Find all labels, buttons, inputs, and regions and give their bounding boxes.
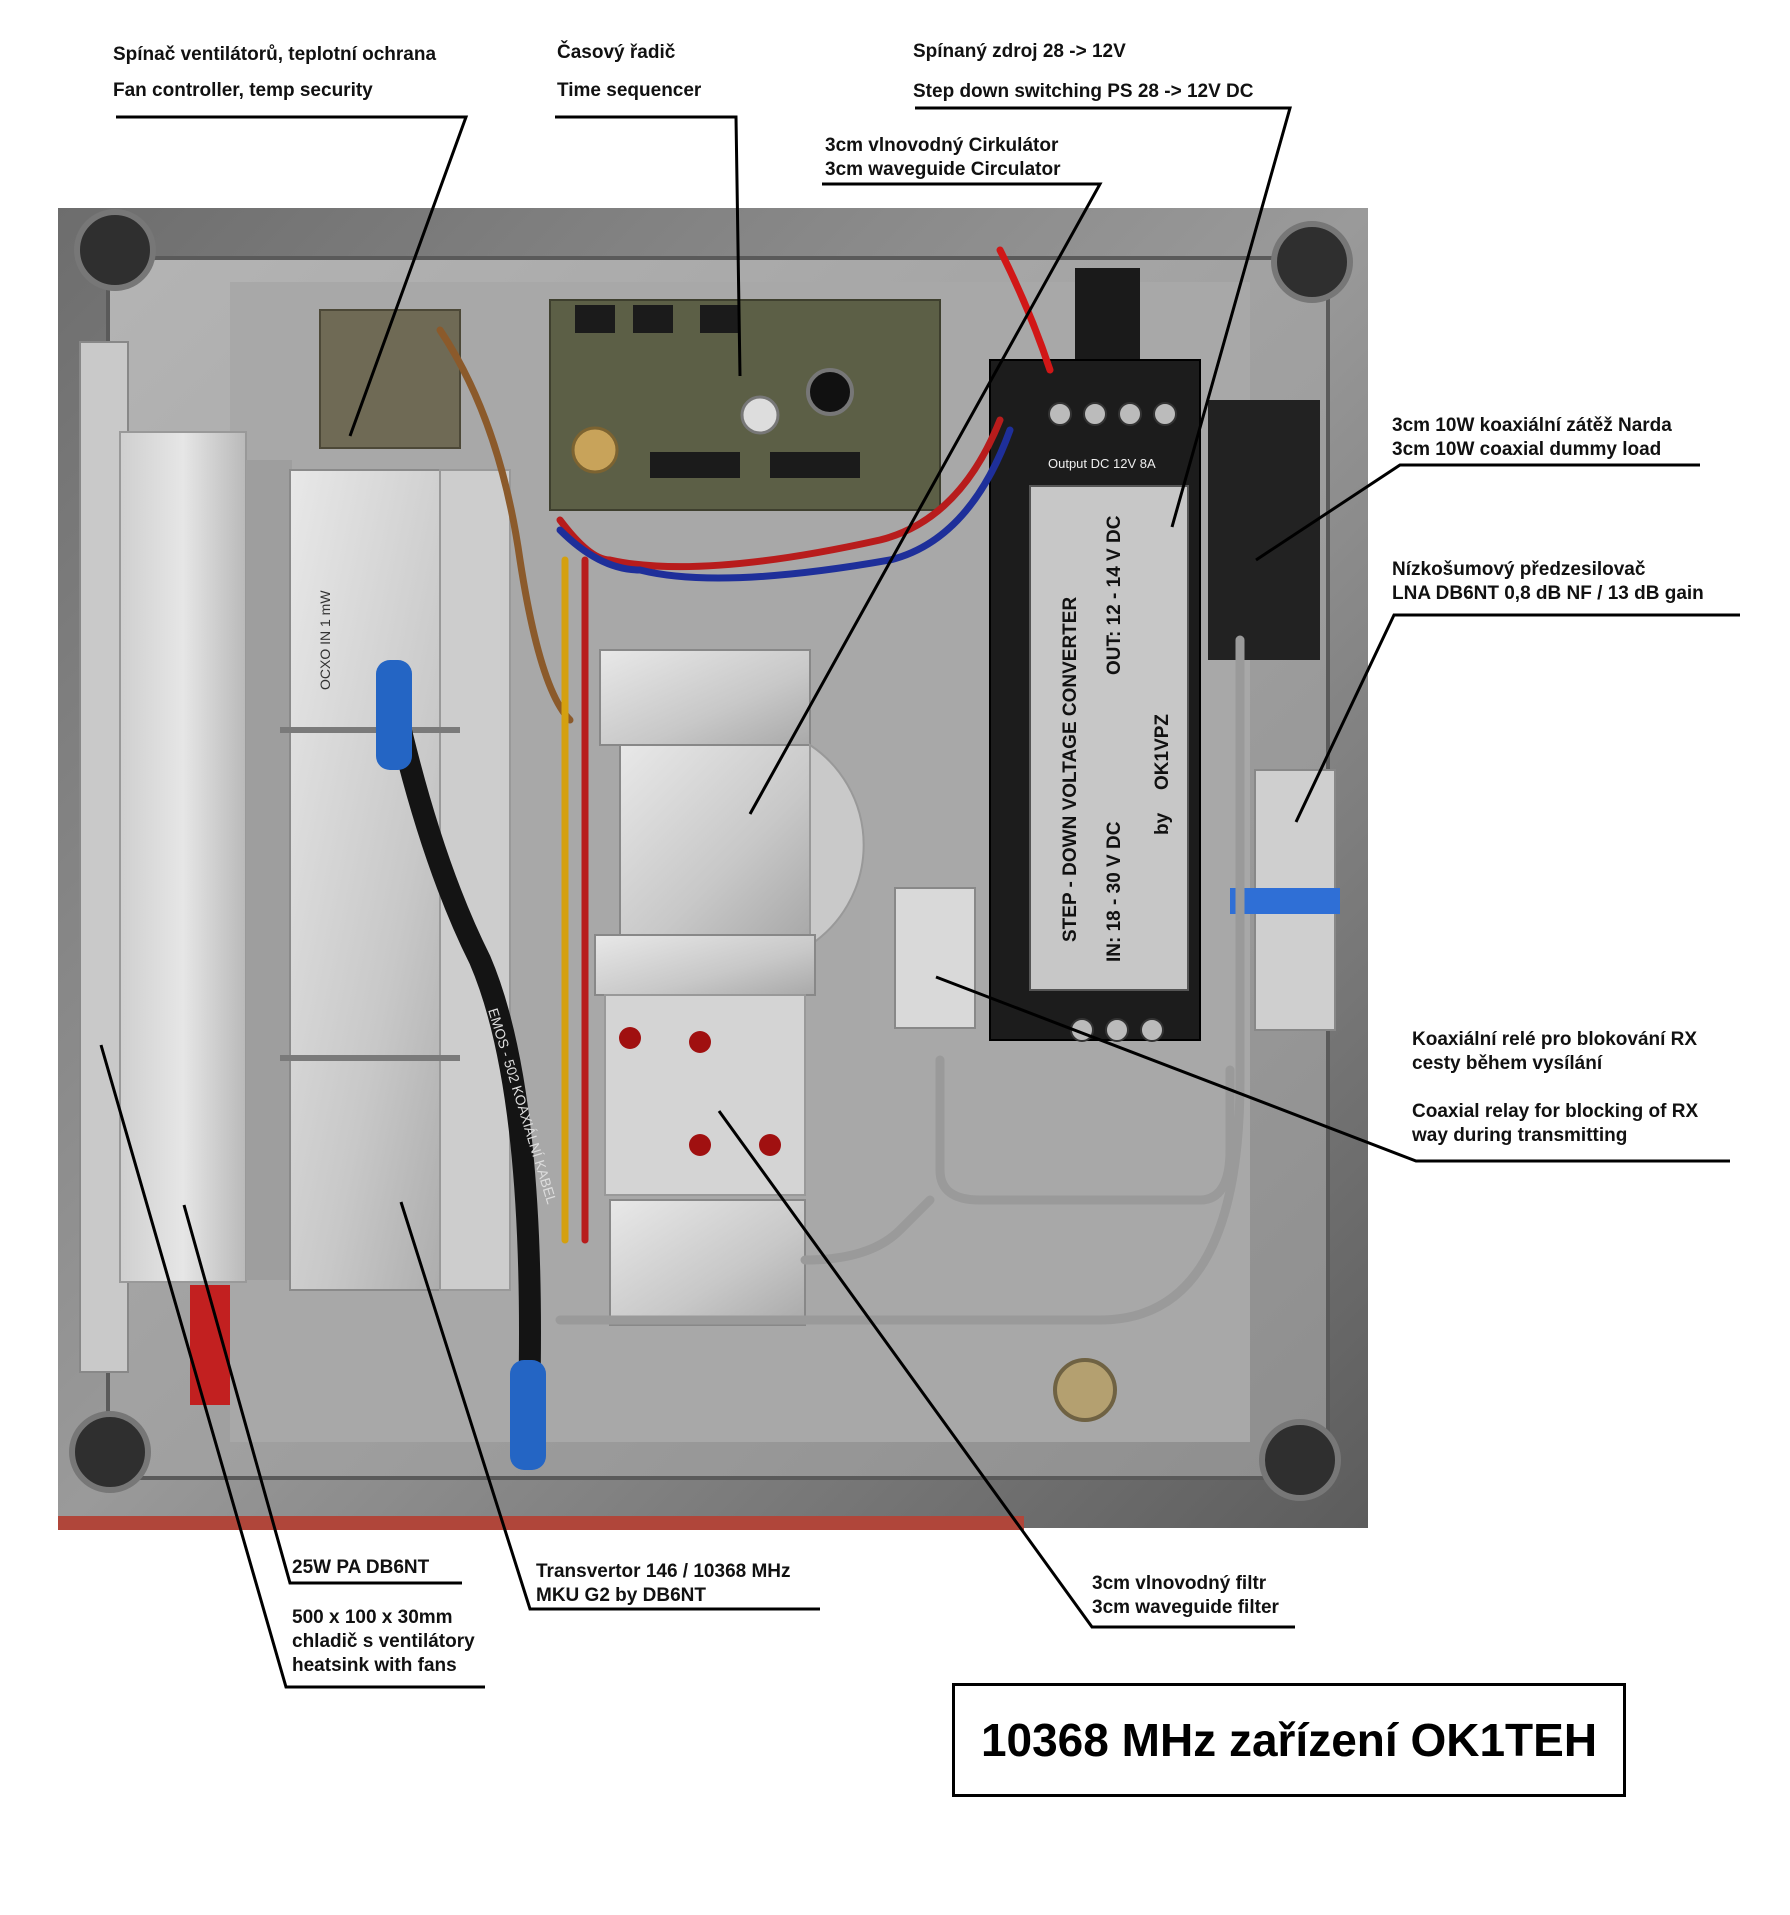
label-fan-controller-en: Fan controller, temp security	[113, 80, 373, 101]
ps-title-text: STEP - DOWN VOLTAGE CONVERTER	[1060, 597, 1081, 942]
label-coax-relay-en2: way during transmitting	[1412, 1125, 1628, 1146]
label-waveguide-filter-cz: 3cm vlnovodný filtr	[1092, 1573, 1267, 1594]
label-transvertor-line2: MKU G2 by DB6NT	[536, 1585, 706, 1606]
label-switching-ps-en: Step down switching PS 28 -> 12V DC	[913, 81, 1254, 102]
label-fan-controller: Spínač ventilátorů, teplotní ochrana Fan…	[113, 43, 436, 103]
label-pa: 25W PA DB6NT	[292, 1556, 429, 1580]
label-pa-line1: 25W PA DB6NT	[292, 1557, 430, 1578]
label-transvertor-line1: Transvertor 146 / 10368 MHz	[536, 1561, 791, 1582]
leader-transvertor	[399, 1201, 820, 1611]
ocxo-label: OCXO IN 1 mW	[317, 590, 333, 690]
leader-coax-relay	[935, 975, 1730, 1163]
label-fan-controller-cz: Spínač ventilátorů, teplotní ochrana	[113, 44, 437, 65]
label-coax-relay-cz2: cesty během vysílání	[1412, 1053, 1603, 1074]
label-circulator: 3cm vlnovodný Cirkulátor 3cm waveguide C…	[825, 134, 1060, 182]
label-coax-relay: Koaxiální relé pro blokování RX cesty bě…	[1412, 1028, 1698, 1148]
label-lna: Nízkošumový předzesilovač LNA DB6NT 0,8 …	[1392, 558, 1704, 606]
leader-fan-controller	[116, 115, 469, 437]
leader-pa	[182, 1204, 462, 1585]
label-dummy-load: 3cm 10W koaxiální zátěž Narda 3cm 10W co…	[1392, 414, 1672, 462]
leader-lna	[1294, 613, 1740, 823]
label-transvertor: Transvertor 146 / 10368 MHz MKU G2 by DB…	[536, 1560, 791, 1608]
label-dummy-load-en: 3cm 10W coaxial dummy load	[1392, 439, 1662, 460]
label-lna-en: LNA DB6NT 0,8 dB NF / 13 dB gain	[1392, 583, 1704, 604]
label-heatsink-line2: chladič s ventilátory	[292, 1631, 475, 1652]
label-circulator-en: 3cm waveguide Circulator	[825, 159, 1061, 180]
leader-waveguide-filter	[717, 1110, 1295, 1629]
label-coax-relay-en1: Coaxial relay for blocking of RX	[1412, 1101, 1699, 1122]
ps-author-text: OK1VPZ	[1152, 714, 1173, 790]
label-switching-ps-cz: Spínaný zdroj 28 -> 12V	[913, 41, 1126, 62]
title-box: 10368 MHz zařízení OK1TEH	[952, 1683, 1626, 1797]
leader-time-sequencer	[555, 115, 742, 377]
label-waveguide-filter-en: 3cm waveguide filter	[1092, 1597, 1279, 1618]
ps-in-text: IN: 18 - 30 V DC	[1104, 821, 1125, 962]
ps-out-text: OUT: 12 - 14 V DC	[1104, 515, 1125, 675]
leader-heatsink	[99, 1044, 485, 1689]
label-heatsink: 500 x 100 x 30mm chladič s ventilátory h…	[292, 1606, 475, 1678]
page-title: 10368 MHz zařízení OK1TEH	[980, 1714, 1598, 1766]
label-coax-relay-cz1: Koaxiální relé pro blokování RX	[1412, 1029, 1698, 1050]
label-time-sequencer-cz: Časový řadič	[557, 42, 676, 63]
label-time-sequencer: Časový řadič Time sequencer	[557, 41, 701, 103]
leader-switching-ps	[915, 106, 1292, 528]
label-lna-cz: Nízkošumový předzesilovač	[1392, 559, 1646, 580]
label-switching-ps: Spínaný zdroj 28 -> 12V Step down switch…	[913, 40, 1254, 104]
ps-by-text: by	[1152, 812, 1173, 835]
label-dummy-load-cz: 3cm 10W koaxiální zátěž Narda	[1392, 415, 1672, 436]
label-heatsink-line1: 500 x 100 x 30mm	[292, 1607, 453, 1628]
label-time-sequencer-en: Time sequencer	[557, 80, 702, 101]
leader-dummy-load	[1255, 463, 1700, 562]
leader-circulator	[748, 182, 1103, 815]
label-heatsink-line3: heatsink with fans	[292, 1655, 457, 1676]
ps-terminal-label: Output DC 12V 8A	[1048, 456, 1156, 471]
label-waveguide-filter: 3cm vlnovodný filtr 3cm waveguide filter	[1092, 1572, 1279, 1620]
label-circulator-cz: 3cm vlnovodný Cirkulátor	[825, 135, 1059, 156]
